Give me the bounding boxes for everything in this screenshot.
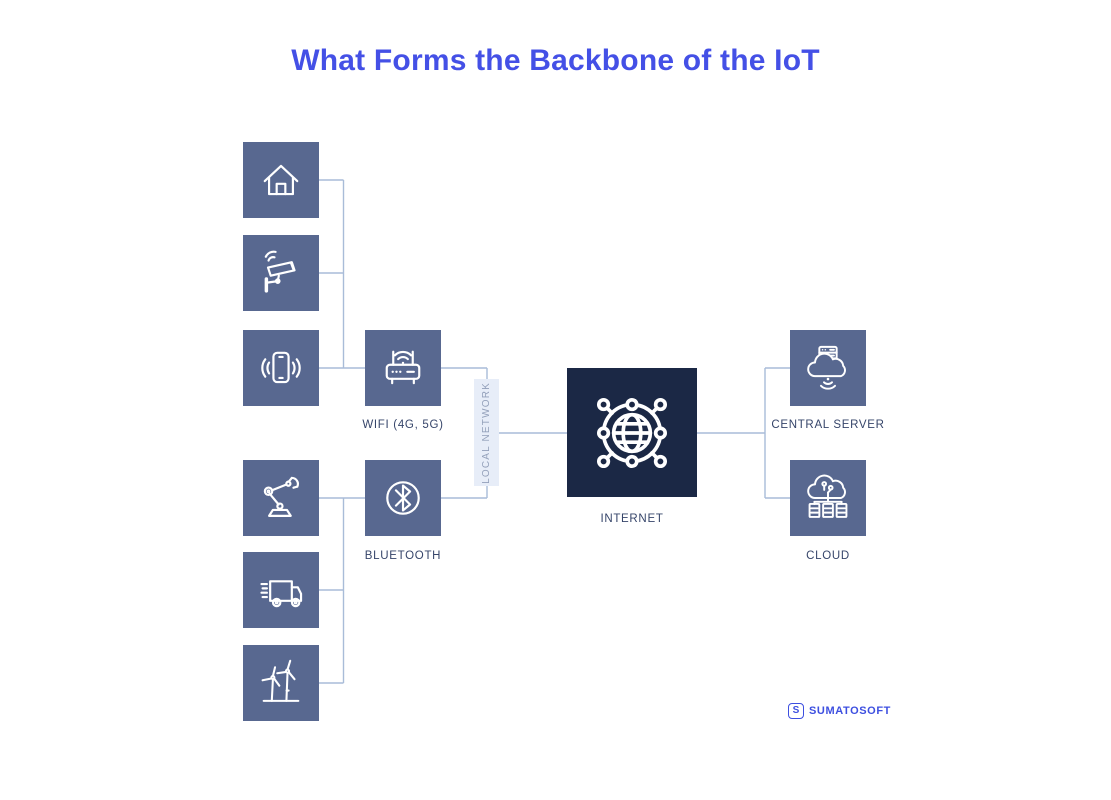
sumatosoft-logo-text: SUMATOSOFT [809, 705, 891, 717]
globe-network-icon [596, 397, 668, 468]
smartphone-icon [261, 351, 301, 384]
device-box-security-camera [243, 235, 319, 311]
cloud-box-cloud [790, 460, 866, 536]
cctv-camera-icon [264, 250, 296, 293]
device-box-delivery-truck [243, 552, 319, 628]
truck-icon [260, 580, 303, 608]
local-network-badge: LOCAL NETWORK [474, 379, 499, 486]
cloud-label: CLOUD [806, 550, 850, 562]
device-box-robot-arm [243, 460, 319, 536]
device-box-smart-home [243, 142, 319, 218]
internet-label: INTERNET [600, 513, 664, 525]
device-box-wind-turbines [243, 645, 319, 721]
wifi-label: WIFI (4G, 5G) [362, 419, 444, 431]
cloud-box-central-server [790, 330, 866, 406]
network-box-wifi [365, 330, 441, 406]
device-box-smartphone [243, 330, 319, 406]
house-icon [263, 164, 299, 196]
sumatosoft-logo: S SUMATOSOFT [788, 703, 891, 719]
network-box-bluetooth [365, 460, 441, 536]
bluetooth-icon [386, 481, 420, 515]
server-cloud-icon [807, 345, 846, 390]
bluetooth-label: BLUETOOTH [364, 550, 442, 562]
robot-arm-icon [263, 476, 299, 517]
central-server-label: CENTRAL SERVER [771, 419, 885, 431]
wind-turbine-icon [261, 659, 300, 702]
local-network-label: LOCAL NETWORK [481, 381, 492, 484]
page-title: What Forms the Backbone of the IoT [291, 44, 820, 77]
cloud-storage-icon [807, 474, 848, 518]
wifi-router-icon [385, 350, 421, 385]
sumatosoft-logo-icon: S [788, 703, 804, 719]
internet-box [567, 368, 697, 497]
